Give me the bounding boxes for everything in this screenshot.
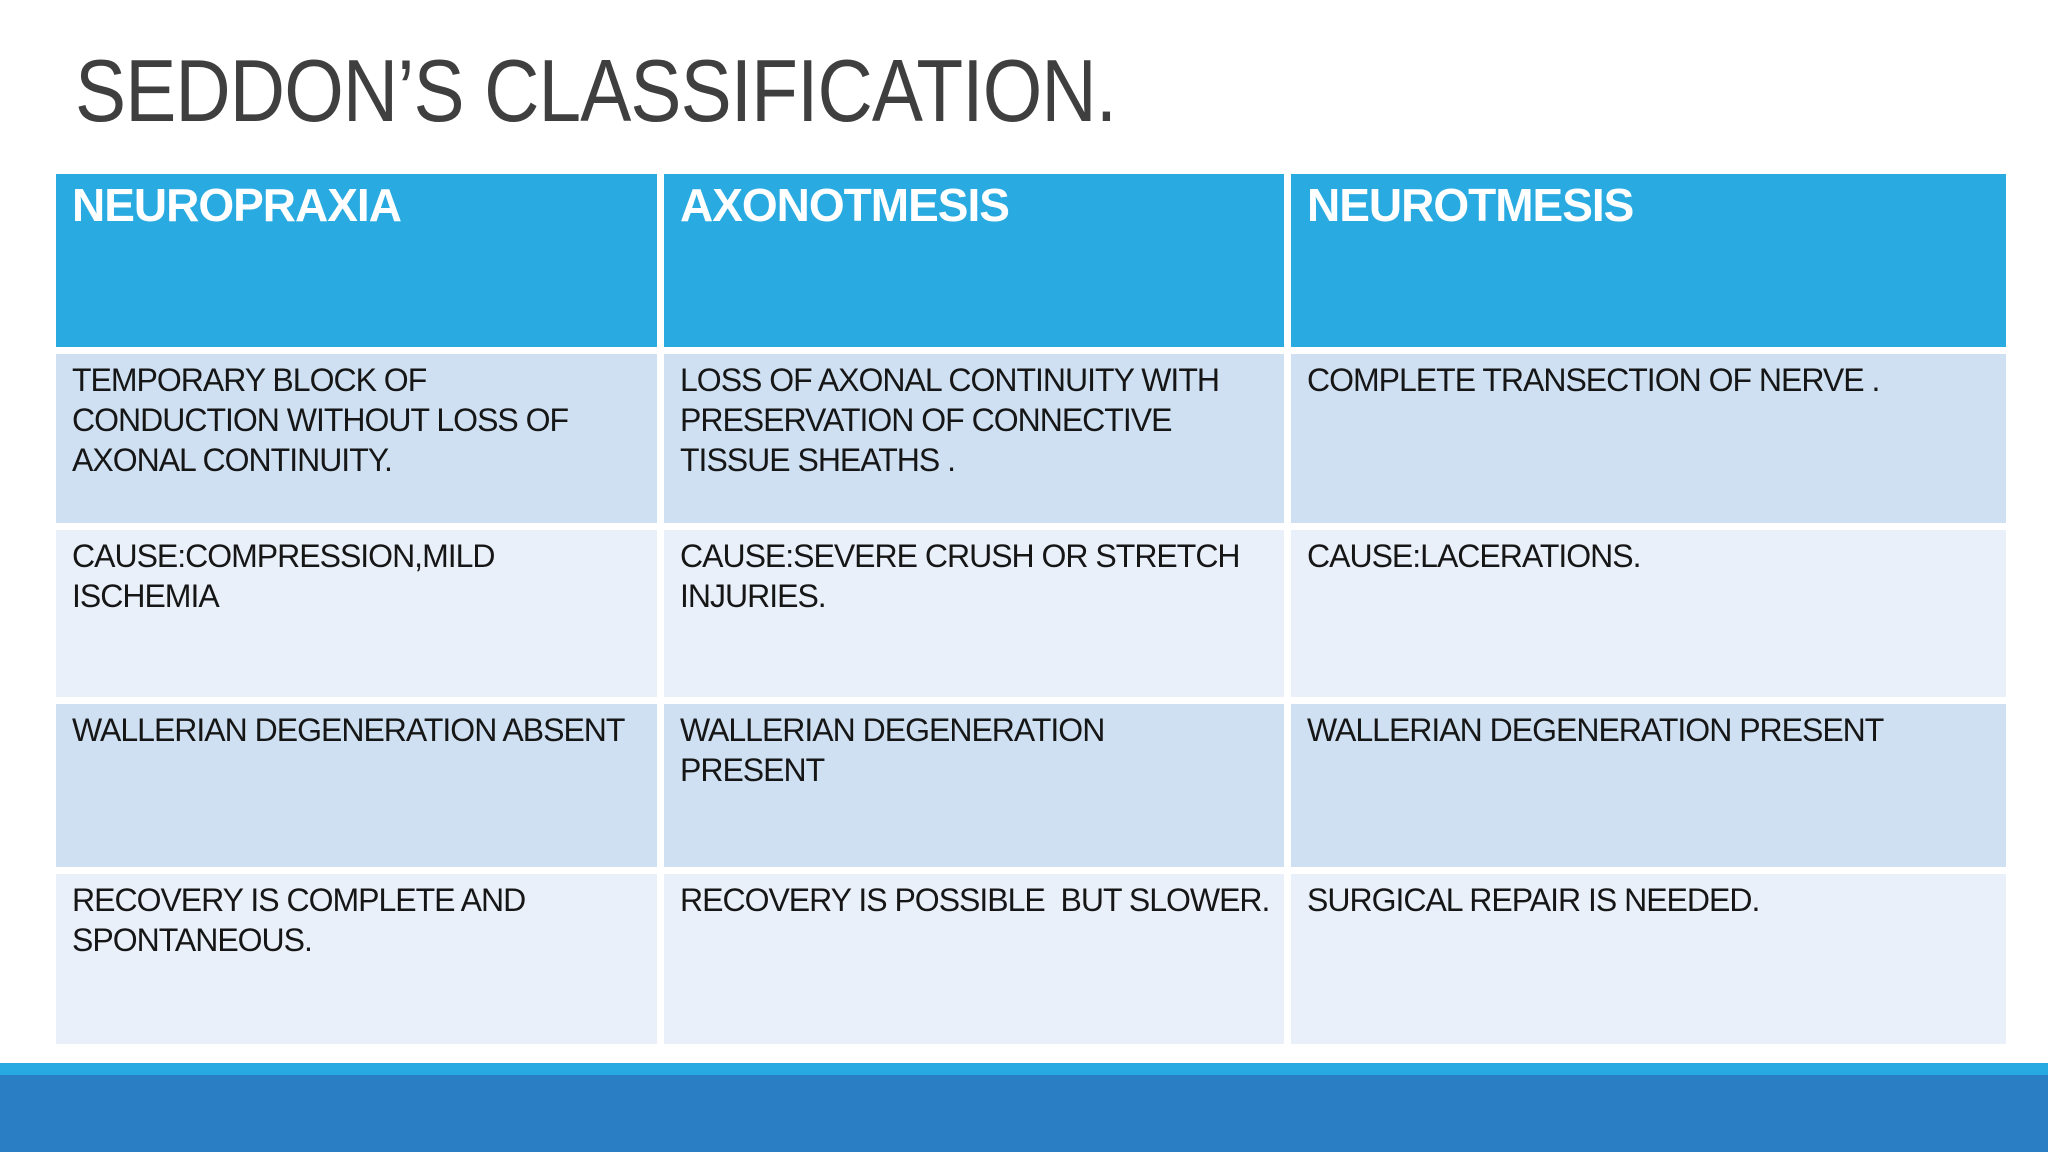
footer-accent-strip bbox=[0, 1063, 2048, 1075]
table-cell: COMPLETE TRANSECTION OF NERVE . bbox=[1291, 354, 2006, 523]
table-cell: CAUSE:COMPRESSION,MILD ISCHEMIA bbox=[56, 530, 657, 697]
table-header-cell: AXONOTMESIS bbox=[664, 174, 1284, 347]
table-header-cell: NEUROTMESIS bbox=[1291, 174, 2006, 347]
table-cell: WALLERIAN DEGENERATION PRESENT bbox=[1291, 704, 2006, 867]
table-cell: CAUSE:SEVERE CRUSH OR STRETCH INJURIES. bbox=[664, 530, 1284, 697]
slide-title: SEDDON’S CLASSIFICATION. bbox=[75, 41, 1117, 140]
table-cell: LOSS OF AXONAL CONTINUITY WITH PRESERVAT… bbox=[664, 354, 1284, 523]
table-cell: WALLERIAN DEGENERATION ABSENT bbox=[56, 704, 657, 867]
table-cell: RECOVERY IS POSSIBLE BUT SLOWER. bbox=[664, 874, 1284, 1044]
table-header-cell: NEUROPRAXIA bbox=[56, 174, 657, 347]
table-cell: SURGICAL REPAIR IS NEEDED. bbox=[1291, 874, 2006, 1044]
table-cell: TEMPORARY BLOCK OF CONDUCTION WITHOUT LO… bbox=[56, 354, 657, 523]
table-cell: RECOVERY IS COMPLETE AND SPONTANEOUS. bbox=[56, 874, 657, 1044]
table-cell: CAUSE:LACERATIONS. bbox=[1291, 530, 2006, 697]
table-cell: WALLERIAN DEGENERATION PRESENT bbox=[664, 704, 1284, 867]
footer-bar bbox=[0, 1075, 2048, 1152]
